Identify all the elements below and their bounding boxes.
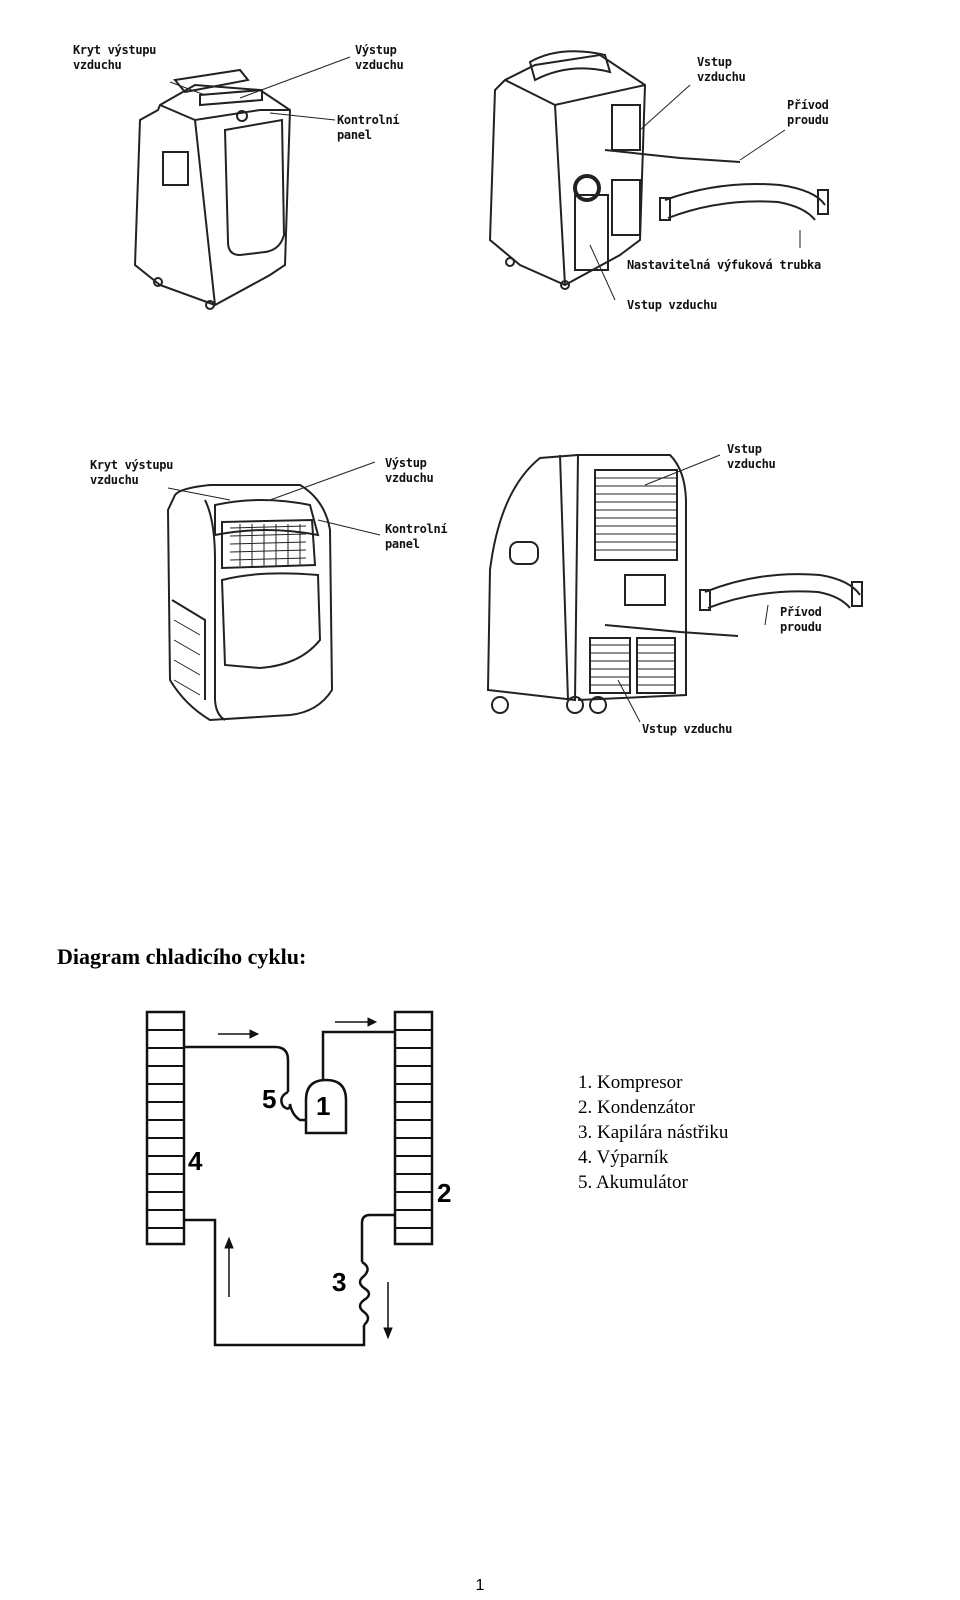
compressor	[304, 1078, 348, 1135]
accumulator	[280, 1090, 306, 1122]
label-power-supply-2: Přívod proudu	[780, 605, 822, 634]
label-exhaust-hose: Nastavitelná výfuková trubka	[627, 258, 821, 272]
label-air-outlet: Výstup vzduchu	[355, 43, 404, 72]
label-power-supply: Přívod proudu	[787, 98, 829, 127]
evaporator-fins	[147, 1029, 184, 1229]
label-air-inlet-top-2: Vstup vzduchu	[727, 442, 776, 471]
legend-item-compressor: 1. Kompresor	[578, 1072, 683, 1093]
cycle-number-compressor: 1	[316, 1091, 330, 1121]
condenser-coil	[393, 1010, 434, 1246]
legend-item-capillary: 3. Kapilára nástřiku	[578, 1122, 729, 1143]
cycle-legend: 1. Kompresor 2. Kondenzátor 3. Kapilára …	[578, 1070, 728, 1195]
legend-item-evaporator: 4. Výparník	[578, 1147, 669, 1168]
capillary-coil	[358, 1260, 371, 1326]
page-number: 1	[475, 1577, 485, 1594]
label-air-outlet-cover: Kryt výstupu vzduchu	[73, 43, 157, 72]
unit-illustration-bottom-back	[486, 453, 863, 723]
cycle-heading: Diagram chladicího cyklu:	[57, 944, 307, 969]
label-air-inlet-bottom: Vstup vzduchu	[627, 298, 718, 312]
label-air-inlet-bottom-2: Vstup vzduchu	[642, 722, 733, 736]
label-air-outlet-2: Výstup vzduchu	[385, 456, 434, 485]
label-air-inlet-top: Vstup vzduchu	[697, 55, 746, 84]
unit-illustration-bottom-front	[166, 461, 381, 722]
label-air-outlet-cover-2: Kryt výstupu vzduchu	[90, 458, 174, 487]
evaporator-coil	[145, 1010, 186, 1246]
cycle-number-accumulator: 5	[262, 1084, 276, 1114]
cycle-number-evaporator: 4	[188, 1146, 203, 1176]
unit-illustration-top-front	[133, 56, 351, 310]
cycle-number-condenser: 2	[437, 1178, 451, 1208]
condenser-fins	[395, 1029, 432, 1229]
legend-item-condenser: 2. Kondenzátor	[578, 1097, 696, 1118]
unit-illustration-top-back	[488, 50, 829, 301]
legend-item-accumulator: 5. Akumulátor	[578, 1172, 688, 1193]
cycle-number-capillary: 3	[332, 1267, 346, 1297]
label-control-panel: Kontrolní panel	[337, 113, 400, 142]
label-control-panel-2: Kontrolní panel	[385, 522, 448, 551]
